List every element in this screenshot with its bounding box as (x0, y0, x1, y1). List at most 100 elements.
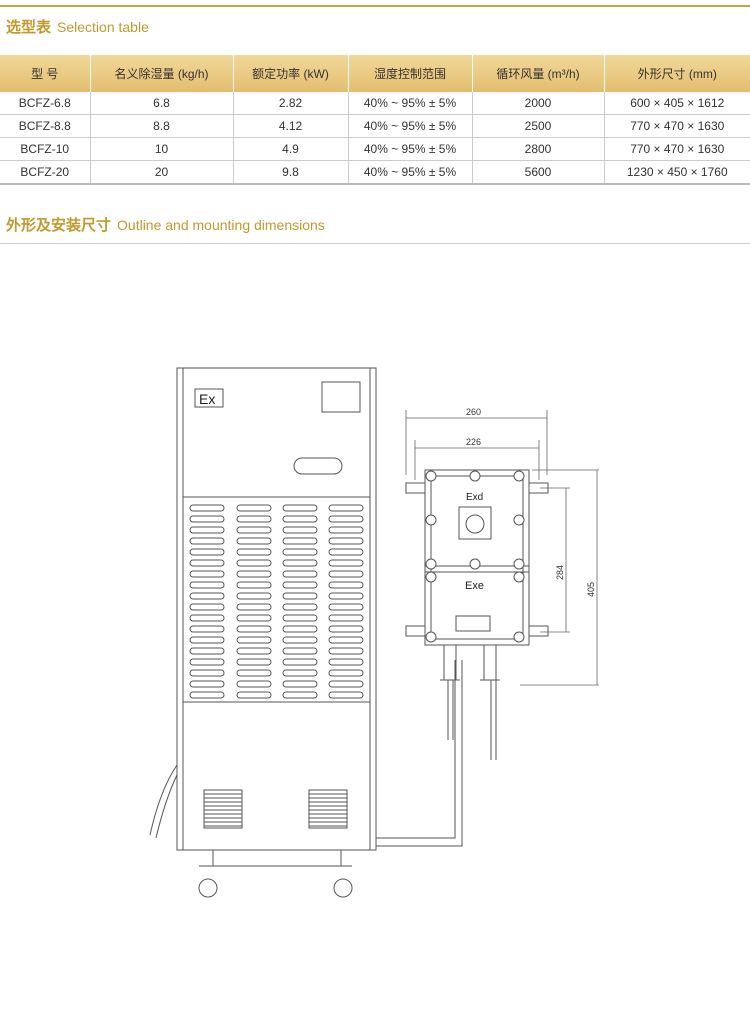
grille-slot (328, 680, 364, 688)
grille-slot (189, 559, 225, 567)
table-cell: 770 × 470 × 1630 (603, 137, 750, 161)
bolt-icon (469, 558, 481, 570)
grille-slot (328, 570, 364, 578)
grille-slot (189, 515, 225, 523)
column-header: 额定功率 (kW) (232, 55, 348, 92)
grille-slot (189, 592, 225, 600)
table-header-row: 型 号名义除湿量 (kg/h)额定功率 (kW)湿度控制范围循环风量 (m³/h… (0, 55, 750, 92)
grille-slot (236, 504, 272, 512)
column-header: 型 号 (0, 55, 90, 92)
vent-left (203, 789, 243, 829)
grille-slot (189, 548, 225, 556)
dehumidifier-unit: Ex (149, 367, 463, 898)
grille-slot (189, 603, 225, 611)
grille-slot (328, 526, 364, 534)
bolt-icon (425, 514, 437, 526)
bolt-icon (513, 558, 525, 570)
grille-slot (282, 647, 318, 655)
grille-slot (282, 614, 318, 622)
section-title-en: Selection table (57, 19, 149, 35)
grille-slot (328, 581, 364, 589)
grille-slot (328, 691, 364, 699)
table-cell: BCFZ-8.8 (0, 114, 90, 138)
grille-slot (189, 537, 225, 545)
grille-slot (328, 669, 364, 677)
top-rule (0, 5, 750, 7)
grille-slot (189, 614, 225, 622)
grille-slot (189, 636, 225, 644)
grille-slot (236, 625, 272, 633)
table-cell: 40% ~ 95% ± 5% (347, 137, 472, 161)
section-title-cn: 外形及安装尺寸 (6, 217, 112, 234)
grille-slot (189, 526, 225, 534)
grille-slot (236, 548, 272, 556)
bolt-icon (425, 470, 437, 482)
grille-slot (236, 658, 272, 666)
front-grille (189, 504, 364, 699)
grille-slot (328, 515, 364, 523)
explosion-proof-switch-box: Exd Exe (405, 469, 549, 760)
grille-slot (328, 614, 364, 622)
grille-slot (236, 603, 272, 611)
bolt-icon (469, 470, 481, 482)
grille-slot (328, 636, 364, 644)
column-header: 湿度控制范围 (347, 55, 472, 92)
grille-slot (282, 548, 318, 556)
table-cell: 9.8 (232, 160, 348, 185)
grille-slot (236, 669, 272, 677)
rotary-switch (458, 506, 492, 540)
exe-label: Exe (465, 580, 484, 592)
grille-slot (236, 526, 272, 534)
table-cell: 10 (89, 137, 233, 161)
grille-slot (236, 537, 272, 545)
grille-slot (282, 625, 318, 633)
base-plate (212, 849, 342, 867)
section-title-selection: 选型表 Selection table (6, 16, 149, 37)
grille-slot (189, 647, 225, 655)
grille-slot (282, 581, 318, 589)
grille-slot (282, 559, 318, 567)
grille-slot (236, 515, 272, 523)
table-cell: 20 (89, 160, 233, 185)
grille-slot (328, 559, 364, 567)
bolt-icon (425, 571, 437, 583)
section-title-outline: 外形及安装尺寸 Outline and mounting dimensions (6, 214, 325, 235)
grille-slot (189, 625, 225, 633)
exd-label: Exd (466, 492, 483, 503)
grille-slot (282, 592, 318, 600)
connection-cable (376, 660, 463, 847)
grille-slot (328, 625, 364, 633)
grille-slot (282, 636, 318, 644)
grille-slot (282, 691, 318, 699)
grille-slot (236, 581, 272, 589)
bolt-icon (425, 631, 437, 643)
grille-slot (328, 548, 364, 556)
table-cell: 5600 (471, 160, 604, 185)
grille-slot (189, 669, 225, 677)
grille-slot (236, 559, 272, 567)
grille-slot (236, 680, 272, 688)
grille-slot (189, 691, 225, 699)
grille-slot (282, 669, 318, 677)
column-header: 外形尺寸 (mm) (603, 55, 750, 92)
section-title-cn: 选型表 (6, 19, 52, 36)
vent-right (308, 789, 348, 829)
control-panel (293, 457, 343, 475)
bolt-icon (513, 571, 525, 583)
grille-slot (236, 647, 272, 655)
grille-slot (189, 570, 225, 578)
grille-slot (189, 581, 225, 589)
grille-slot (282, 658, 318, 666)
grille-slot (236, 570, 272, 578)
table-cell: 4.9 (232, 137, 348, 161)
section-title-en: Outline and mounting dimensions (117, 217, 325, 233)
table-cell: 2.82 (232, 92, 348, 115)
table-cell: 40% ~ 95% ± 5% (347, 92, 472, 115)
grille-slot (236, 614, 272, 622)
grille-slot (282, 537, 318, 545)
table-cell: BCFZ-6.8 (0, 92, 90, 115)
